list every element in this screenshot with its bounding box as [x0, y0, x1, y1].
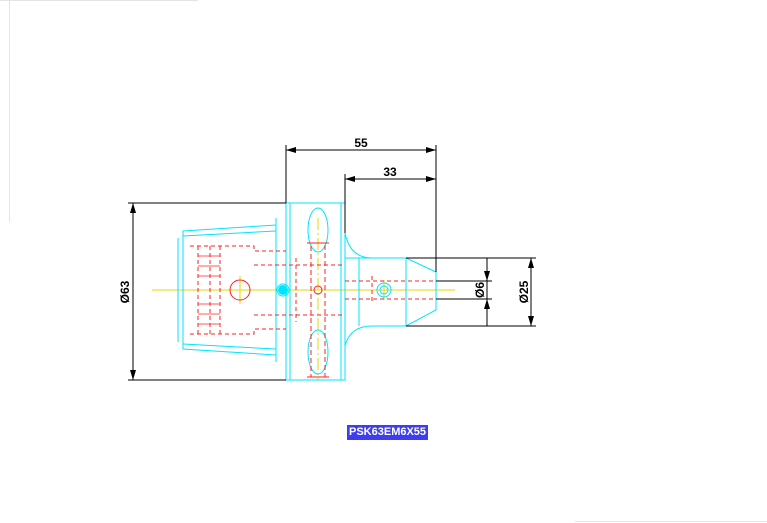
cross-hole-inner	[379, 285, 389, 295]
pin-slot-bottom	[307, 329, 329, 375]
coolant-port-fill	[278, 285, 288, 295]
flange-hole-hidden	[229, 279, 251, 301]
dim-33-text: 33	[383, 165, 397, 179]
cross-hole	[376, 282, 392, 298]
arrow-33-right	[426, 176, 436, 182]
arrow-55-left	[286, 147, 296, 153]
nose-bore-hidden	[345, 276, 436, 304]
radial-pin-center-hidden	[313, 285, 323, 295]
arrow-33-left	[345, 176, 355, 182]
arrow-25-bottom	[528, 316, 534, 326]
arrow-63-bottom	[130, 370, 136, 380]
hidden-lines	[190, 242, 436, 378]
arrow-25-top	[528, 258, 534, 268]
dim-25-text: Ø25	[517, 280, 531, 303]
part-outline	[177, 202, 437, 381]
neck-outline	[344, 232, 437, 347]
arrow-6-bottom	[484, 299, 490, 309]
coolant-port-marker	[276, 283, 290, 297]
arrow-55-right	[426, 147, 436, 153]
dim-55-text: 55	[354, 136, 368, 150]
arrow-63-top	[130, 203, 136, 213]
thread-hidden	[197, 246, 221, 334]
internal-bore-hidden	[190, 245, 286, 335]
pin-slot-top	[307, 207, 329, 253]
taper-shank-inner-bottom	[182, 343, 277, 350]
dim-63-text: Ø63	[118, 280, 132, 303]
arrow-6-top	[484, 271, 490, 281]
taper-shank-inner-top	[182, 230, 277, 237]
dim-6-text: Ø6	[473, 282, 487, 298]
dimensions	[128, 145, 536, 381]
flange-bore-hidden	[254, 258, 345, 322]
dimension-arrows	[130, 147, 534, 380]
part-number-label: PSK63EM6X55	[347, 425, 429, 440]
thread-crests	[198, 255, 220, 325]
flange-outline	[285, 202, 346, 381]
